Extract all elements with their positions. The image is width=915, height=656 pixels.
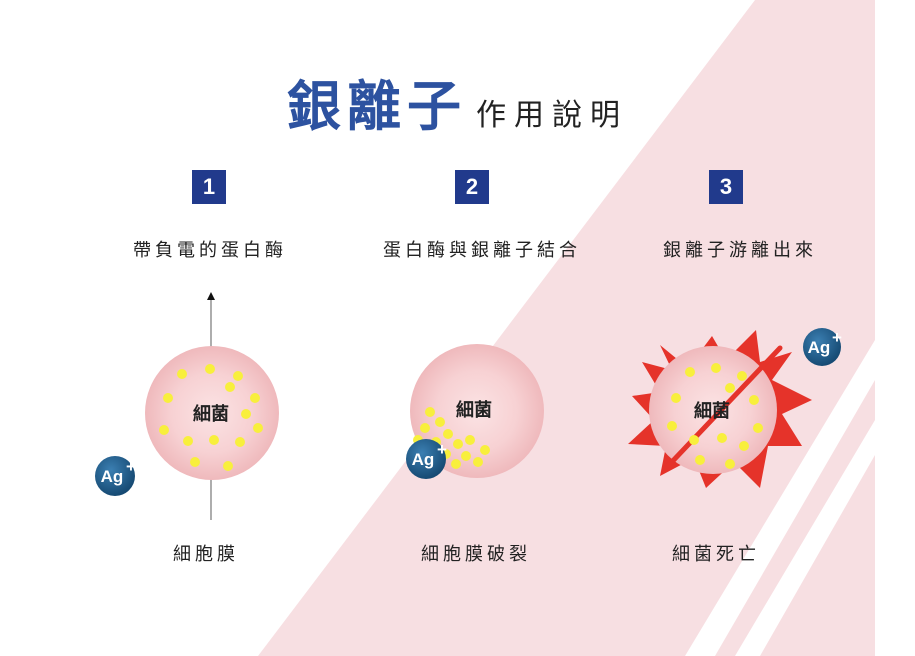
step-3-illustration: 細菌 Ag + [628,328,842,488]
ion-label-1: Ag [101,467,124,486]
arrow-head [207,292,215,300]
ion-charge-2: + [437,440,447,459]
ion-charge-3: + [832,328,842,347]
ion-label-3: Ag [808,338,831,357]
silver-ion-icon: Ag + [95,456,136,496]
silver-ion-icon: Ag + [803,328,842,366]
bacteria-label-2: 細菌 [456,399,492,421]
bacteria-label-1: 細菌 [193,403,229,425]
silver-ion-icon: Ag + [406,439,447,479]
ion-label-2: Ag [412,450,435,469]
step-1-illustration: 細菌 Ag + [95,292,279,520]
bacterium-icon: 細菌 [145,346,279,480]
bacteria-label-3: 細菌 [694,400,730,422]
step-2-result: 細胞膜破裂 [346,540,606,566]
step-3-result: 細菌死亡 [586,540,846,566]
ion-charge-1: + [126,457,136,476]
step-1-result: 細胞膜 [76,540,336,566]
step-2-illustration: 細菌 Ag + [406,344,544,479]
